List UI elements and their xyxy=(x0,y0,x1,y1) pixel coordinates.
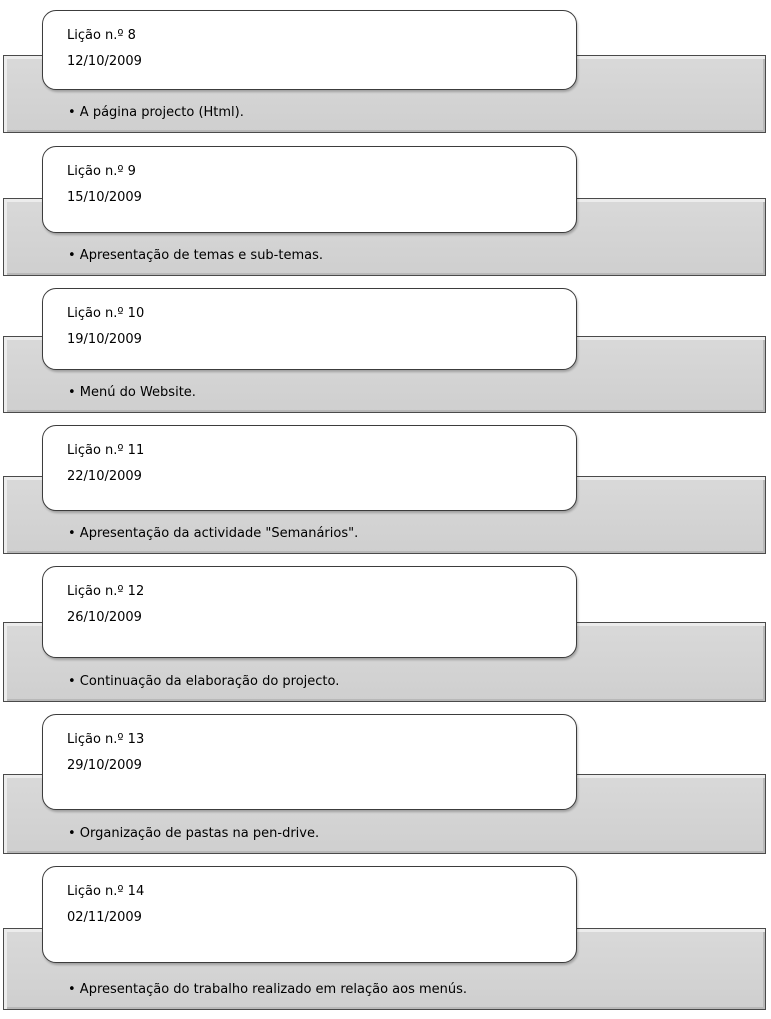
lesson-date: 12/10/2009 xyxy=(67,54,142,69)
lesson-header-box: Lição n.º 12 26/10/2009 xyxy=(42,566,577,658)
lesson-header-box: Lição n.º 11 22/10/2009 xyxy=(42,425,577,511)
lesson-header-box: Lição n.º 9 15/10/2009 xyxy=(42,146,577,233)
lesson-header-box: Lição n.º 10 19/10/2009 xyxy=(42,288,577,370)
lesson-header-box: Lição n.º 14 02/11/2009 xyxy=(42,866,577,963)
lesson-summary: • Menú do Website. xyxy=(68,385,196,400)
lesson-title: Lição n.º 11 xyxy=(67,443,145,458)
lesson-header-box: Lição n.º 8 12/10/2009 xyxy=(42,10,577,90)
lesson-title: Lição n.º 10 xyxy=(67,306,145,321)
lesson-date: 22/10/2009 xyxy=(67,469,142,484)
lesson-summary: • Continuação da elaboração do projecto. xyxy=(68,674,340,689)
lesson-title: Lição n.º 14 xyxy=(67,884,145,899)
lesson-date: 02/11/2009 xyxy=(67,910,142,925)
lesson-date: 26/10/2009 xyxy=(67,610,142,625)
lesson-header-box: Lição n.º 13 29/10/2009 xyxy=(42,714,577,810)
lesson-summary: • Apresentação da actividade "Semanários… xyxy=(68,526,359,541)
lesson-date: 29/10/2009 xyxy=(67,758,142,773)
lesson-date: 19/10/2009 xyxy=(67,332,142,347)
lesson-summary: • Organização de pastas na pen-drive. xyxy=(68,826,320,841)
lesson-summary: • Apresentação de temas e sub-temas. xyxy=(68,248,324,263)
lesson-title: Lição n.º 9 xyxy=(67,164,136,179)
lesson-title: Lição n.º 12 xyxy=(67,584,145,599)
lesson-date: 15/10/2009 xyxy=(67,190,142,205)
lesson-title: Lição n.º 13 xyxy=(67,732,145,747)
lesson-title: Lição n.º 8 xyxy=(67,28,136,43)
lesson-summary: • Apresentação do trabalho realizado em … xyxy=(68,982,468,997)
lesson-summary: • A página projecto (Html). xyxy=(68,105,244,120)
